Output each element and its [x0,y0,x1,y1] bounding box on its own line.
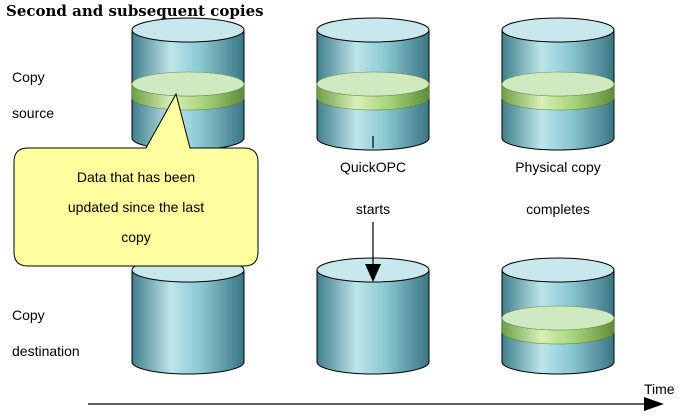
callout-line2: updated since the last [67,199,205,215]
physical-copy-label-line1: Physical copy [515,159,601,175]
source-label-line1: Copy [12,69,45,85]
source-label-line2: source [12,105,55,121]
destination-label-line2: destination [12,343,80,359]
quickopc-label-line2: starts [355,201,391,217]
callout-line3: copy [121,229,151,245]
quickopc-arrow-head [365,264,381,282]
time-label: Time [644,381,675,397]
copy-destination-disk-1 [131,257,245,375]
callout-text: Data that has been updated since the las… [14,162,258,252]
destination-label-line1: Copy [12,307,45,323]
copy-source-disk-2 [316,17,430,151]
callout-line1: Data that has been [76,169,196,185]
time-axis-arrow-head [644,397,664,411]
callout-bubble [13,92,259,267]
copy-source-disk-3 [501,17,615,151]
quickopc-label-line1: QuickOPC [339,159,407,175]
copy-source-disk-1 [131,17,245,151]
diagram-title: Second and subsequent copies [6,2,264,20]
physical-copy-label-line2: completes [526,201,590,217]
copy-destination-disk-3 [501,257,615,375]
